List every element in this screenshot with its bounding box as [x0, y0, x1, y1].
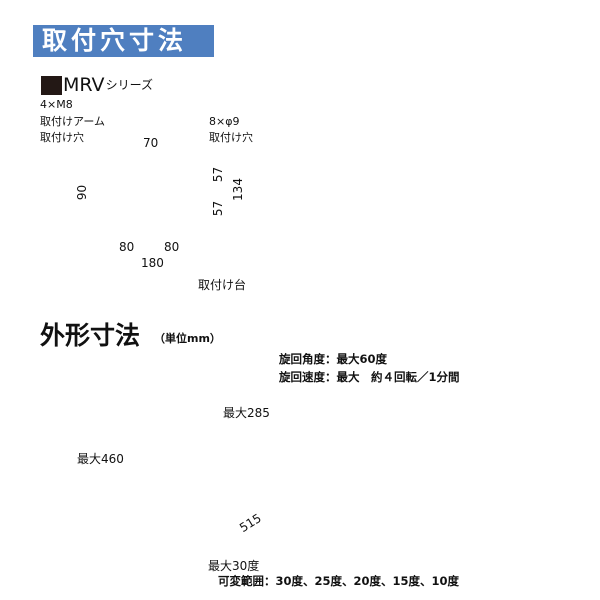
series-suffix: シリーズ: [105, 78, 153, 92]
outline-dimensions-title: 外形寸法: [40, 321, 141, 350]
dim-arm-spacing-top: 70: [141, 136, 161, 150]
base-hole-desc-label: 取付け穴: [209, 131, 253, 144]
dim-half-width-right: 80: [163, 240, 181, 254]
base-name-label: 取付け台: [198, 278, 247, 292]
mounting-holes-title-banner: 取付穴寸法: [33, 25, 214, 57]
dim-max-height: 最大460: [77, 452, 124, 466]
arm-hole-label-line2: 取付け穴: [40, 131, 84, 144]
square-bullet-icon: [41, 75, 62, 95]
base-hole-count-label: 8×φ9: [209, 115, 240, 128]
dim-total-height: 134: [230, 178, 245, 201]
arm-hole-label-line1: 取付けアーム: [40, 115, 106, 128]
spec-rotation-angle: 旋回角度：最大60度: [279, 352, 388, 366]
arm-hole-count-label: 4×M8: [40, 98, 73, 111]
dim-half-width-left: 80: [118, 240, 136, 254]
series-name: MRV: [63, 74, 105, 96]
tilt-range-note: 可変範囲：30度、25度、20度、15度、10度: [218, 574, 460, 588]
dim-half-height-bottom: 57: [211, 200, 226, 217]
fan-outline: [100, 360, 325, 566]
dim-total-width: 180: [139, 256, 166, 270]
dim-half-height-top: 57: [211, 166, 226, 183]
dim-arm-spacing-vertical: 90: [75, 184, 90, 201]
spec-rotation-speed: 旋回速度：最大 約４回転／1分間: [279, 370, 460, 384]
mounting-holes-title: 取付穴寸法: [42, 26, 188, 55]
unit-label: （単位mm）: [154, 332, 221, 345]
series-heading: MRV シリーズ: [41, 74, 153, 96]
dim-max-tilt: 最大30度: [208, 559, 260, 573]
dim-guard-diameter: 515: [236, 510, 265, 536]
dim-max-reach: 最大285: [222, 404, 271, 421]
